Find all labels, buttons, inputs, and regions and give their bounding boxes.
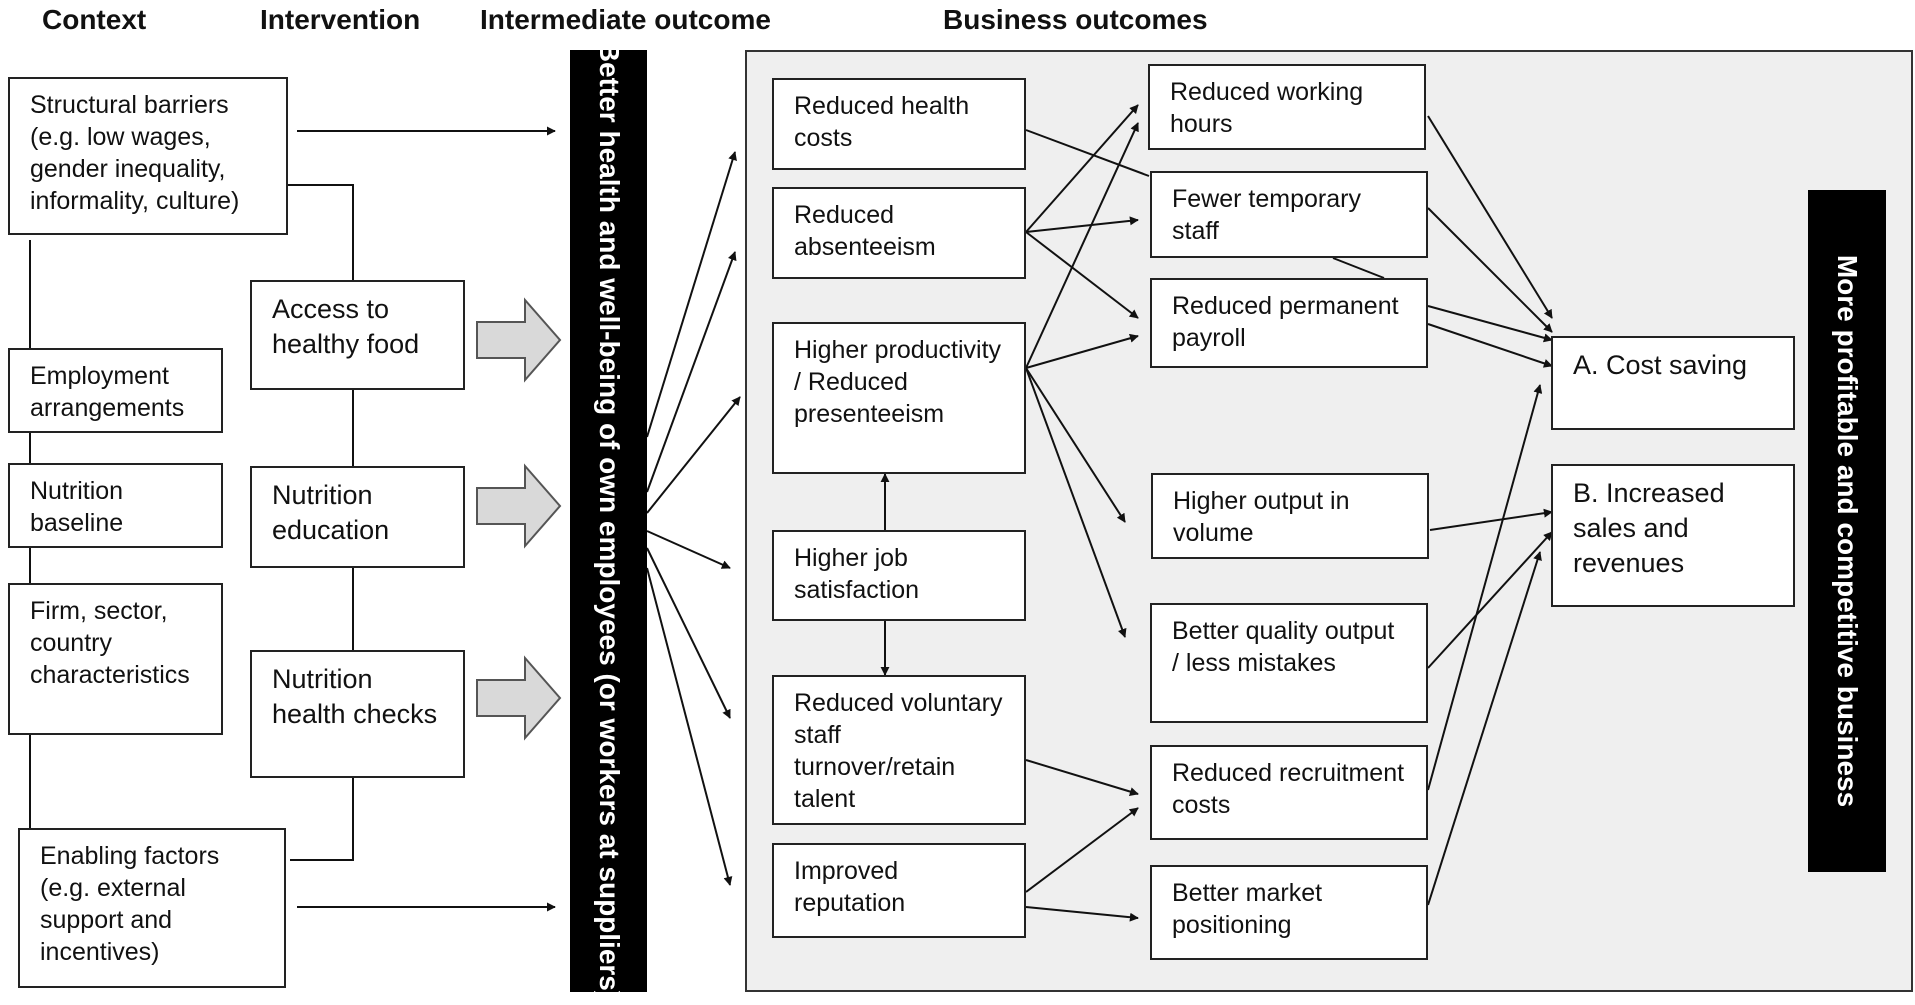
arrow-fan-1: [646, 151, 737, 438]
intervention-nutrition-health-checks: Nutrition health checks: [250, 650, 465, 778]
arrow-volume-to-sales: [1429, 508, 1553, 531]
context-structural-barriers: Structural barriers (e.g. low wages, gen…: [8, 77, 288, 235]
header-intervention: Intervention: [260, 4, 421, 35]
arrow-reputation-to-positioning: [1025, 906, 1139, 922]
context-enabling-factors: Enabling factors (e.g. external support …: [18, 828, 286, 988]
header-intermediate-outcome: Intermediate outcome: [480, 4, 771, 35]
line-temporary-to-payroll: [1332, 257, 1385, 279]
arrow-fan-4: [646, 530, 731, 569]
arrow-productivity-to-volume: [1025, 367, 1126, 523]
arrow-hours-to-cost-saving: [1427, 115, 1553, 319]
block-arrow-checks: [476, 655, 562, 741]
outcome-better-quality-output: Better quality output / less mistakes: [1150, 603, 1428, 723]
intervention-connector-bottom: [290, 778, 354, 861]
arrow-recruitment-to-cost-saving: [1427, 384, 1543, 791]
outcome-higher-productivity: Higher productivity / Reduced presenteei…: [772, 322, 1026, 474]
line-health-costs-to-temporary: [1025, 129, 1150, 177]
block-arrow-education: [476, 463, 562, 549]
outcome-reduced-permanent-payroll: Reduced permanent payroll: [1150, 278, 1428, 368]
context-nutrition-baseline: Nutrition baseline: [8, 463, 223, 548]
outcome-better-market-positioning: Better market positioning: [1150, 865, 1428, 960]
arrow-reputation-to-recruitment: [1025, 807, 1139, 893]
arrow-absenteeism-to-hours: [1025, 104, 1139, 233]
final-outcome-bar: More profitable and competitive business: [1808, 190, 1886, 872]
intervention-access-to-healthy-food: Access to healthy food: [250, 280, 465, 390]
result-increased-sales: B. Increased sales and revenues: [1551, 464, 1795, 607]
arrow-turnover-to-recruitment: [1025, 759, 1139, 796]
arrow-fan-5: [646, 547, 731, 719]
outcome-reduced-health-costs: Reduced health costs: [772, 78, 1026, 170]
arrow-temporary-to-cost-saving: [1427, 207, 1553, 333]
context-firm-sector-country: Firm, sector, country characteristics: [8, 583, 223, 735]
intervention-nutrition-education: Nutrition education: [250, 466, 465, 568]
arrow-absenteeism-to-temporary: [1025, 216, 1139, 233]
arrow-quality-to-sales: [1427, 531, 1553, 669]
intervention-connector-top: [288, 184, 354, 280]
outcome-reduced-absenteeism: Reduced absenteeism: [772, 187, 1026, 279]
arrow-productivity-to-payroll: [1025, 333, 1139, 369]
outcome-higher-output-volume: Higher output in volume: [1151, 473, 1429, 559]
outcome-reduced-recruitment-costs: Reduced recruitment costs: [1150, 745, 1428, 840]
block-arrow-access: [476, 297, 562, 383]
arrow-fan-3: [646, 396, 741, 514]
arrow-payroll-to-cost-saving-2: [1427, 323, 1553, 368]
outcome-higher-job-satisfaction: Higher job satisfaction: [772, 530, 1026, 621]
result-cost-saving: A. Cost saving: [1551, 336, 1795, 430]
arrow-productivity-to-quality: [1025, 367, 1127, 638]
outcome-fewer-temporary-staff: Fewer temporary staff: [1150, 171, 1428, 258]
outcome-reduced-staff-turnover: Reduced voluntary staff turnover/retain …: [772, 675, 1026, 825]
arrow-payroll-to-cost-saving-1: [1427, 305, 1553, 343]
arrow-fan-2: [646, 251, 737, 493]
arrow-productivity-to-hours: [1025, 122, 1139, 369]
outcome-reduced-working-hours: Reduced working hours: [1148, 64, 1426, 150]
intermediate-outcome-label: Better health and well-being of own empl…: [593, 41, 625, 1001]
arrow-fan-6: [646, 567, 733, 886]
header-business-outcomes: Business outcomes: [943, 4, 1208, 35]
arrow-positioning-to-sales: [1427, 551, 1542, 906]
arrow-absenteeism-to-payroll: [1025, 231, 1139, 319]
header-context: Context: [42, 4, 147, 35]
final-outcome-label: More profitable and competitive business: [1832, 254, 1863, 808]
outcome-improved-reputation: Improved reputation: [772, 843, 1026, 938]
context-employment-arrangements: Employment arrangements: [8, 348, 223, 433]
intermediate-outcome-bar: Better health and well-being of own empl…: [570, 42, 647, 1000]
